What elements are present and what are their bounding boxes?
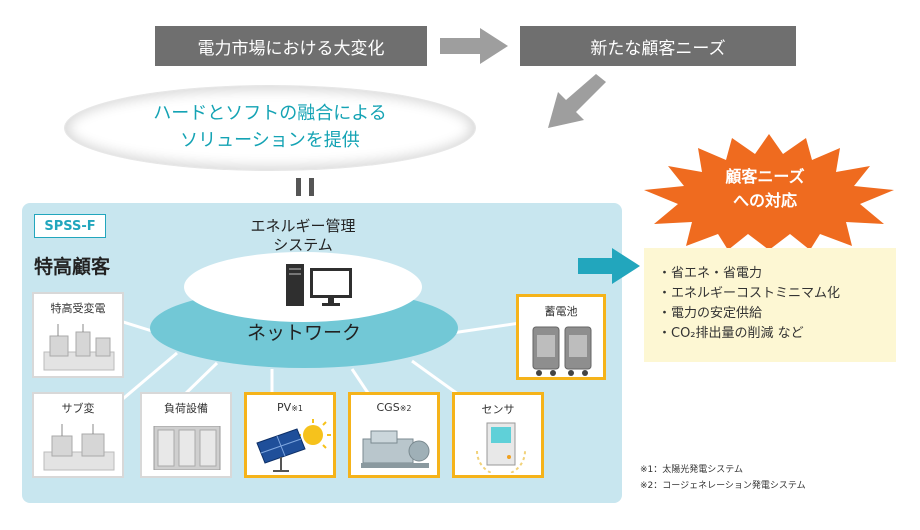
sub-transformer-card: サブ変 [32,392,124,478]
needs-box: ・省エネ・省電力 ・エネルギーコストミニマム化 ・電力の安定供給 ・CO₂排出量… [644,248,896,362]
solution-ellipse [65,86,475,170]
footnote-1: ※1：太陽光発電システム [640,465,743,475]
ems-label: エネルギー管理 システム [184,217,422,255]
cgs-label: CGS※2 [351,401,437,414]
pv-label-text: PV [277,401,292,414]
needs-list: ・省エネ・省電力 ・エネルギーコストミニマム化 ・電力の安定供給 ・CO₂排出量… [658,264,840,344]
cgs-note-mark: ※2 [399,404,412,413]
solar-panel-icon [256,419,331,472]
sensor-icon [476,422,526,473]
spss-label: SPSS-F [34,214,106,238]
market-change-label: 電力市場における大変化 [197,38,385,59]
computer-icon [286,264,352,306]
footnotes: ※1：太陽光発電システム ※2：コージェネレーション発電システム [640,462,806,494]
battery-card: 蓄電池 [516,294,606,380]
battery-label: 蓄電池 [544,305,578,318]
pv-label: PV※1 [247,401,333,414]
customer-label: 特高顧客 [34,256,111,278]
pv-card: PV※1 [244,392,336,478]
network-label: ネットワーク [246,322,361,344]
needs-burst-text: 顧客ニーズ への対応 [690,165,840,213]
load-equipment-label: 負荷設備 [164,402,208,415]
sensor-label: センサ [481,403,515,416]
cabinet-icon [153,426,221,470]
pv-note-mark: ※1 [291,404,303,413]
substation-label: 特高受変電 [50,302,106,315]
generator-icon [361,430,430,468]
equals-icon [296,178,318,196]
ems-line-1: エネルギー管理 [250,217,356,235]
solution-line-1: ハードとソフトの融合による [153,103,387,124]
needs-item: ・省エネ・省電力 [658,266,763,281]
needs-item: ・CO₂排出量の削減 など [658,326,804,341]
needs-item: ・エネルギーコストミニマム化 [658,286,841,301]
needs-burst-icon [644,134,894,250]
solution-text: ハードとソフトの融合による ソリューションを提供 [65,100,475,154]
ems-line-2: システム [273,236,333,254]
cgs-card: CGS※2 [348,392,440,478]
customer-needs-label: 新たな顧客ニーズ [590,38,726,59]
customer-needs-box: 新たな顧客ニーズ [520,26,796,66]
burst-line-2: への対応 [732,191,797,210]
market-change-box: 電力市場における大変化 [155,26,427,66]
arrow-down-left-icon [548,74,606,128]
needs-item: ・電力の安定供給 [658,306,763,321]
substation-card: 特高受変電 [32,292,124,378]
sensor-card: センサ [452,392,544,478]
cgs-label-text: CGS [376,401,400,414]
footnote-2: ※2：コージェネレーション発電システム [640,481,806,491]
burst-line-1: 顧客ニーズ [725,167,805,186]
arrow-right-teal-icon [578,248,640,284]
arrow-right-icon [440,28,508,64]
solution-line-2: ソリューションを提供 [180,130,360,151]
battery-icon [532,326,592,376]
sub-transformer-icon [43,424,115,471]
sub-transformer-label: サブ変 [61,402,95,415]
load-equipment-card: 負荷設備 [140,392,232,478]
substation-icon [43,324,115,371]
